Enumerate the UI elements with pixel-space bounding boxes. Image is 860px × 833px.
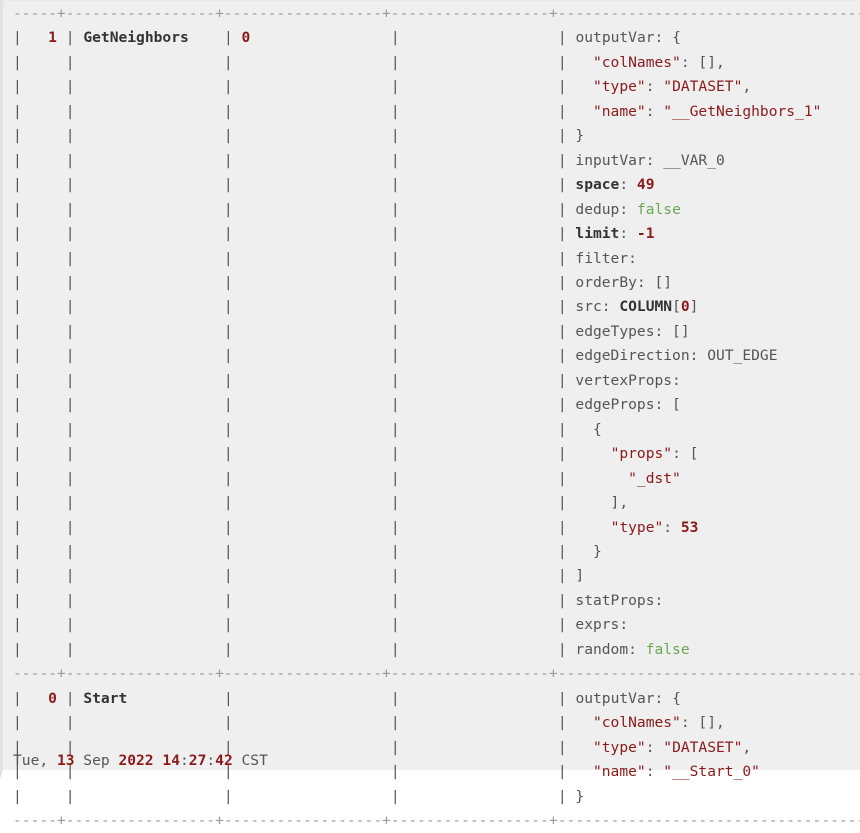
plan-output-text: -----+-----------------+----------------… bbox=[13, 5, 860, 829]
execution-plan-table: -----+-----------------+----------------… bbox=[3, 1, 860, 833]
timestamp-footer: Tue, 13 Sep 2022 14:27:42 CST bbox=[13, 749, 268, 773]
timestamp-text: Tue, 13 Sep 2022 14:27:42 CST bbox=[13, 752, 268, 769]
